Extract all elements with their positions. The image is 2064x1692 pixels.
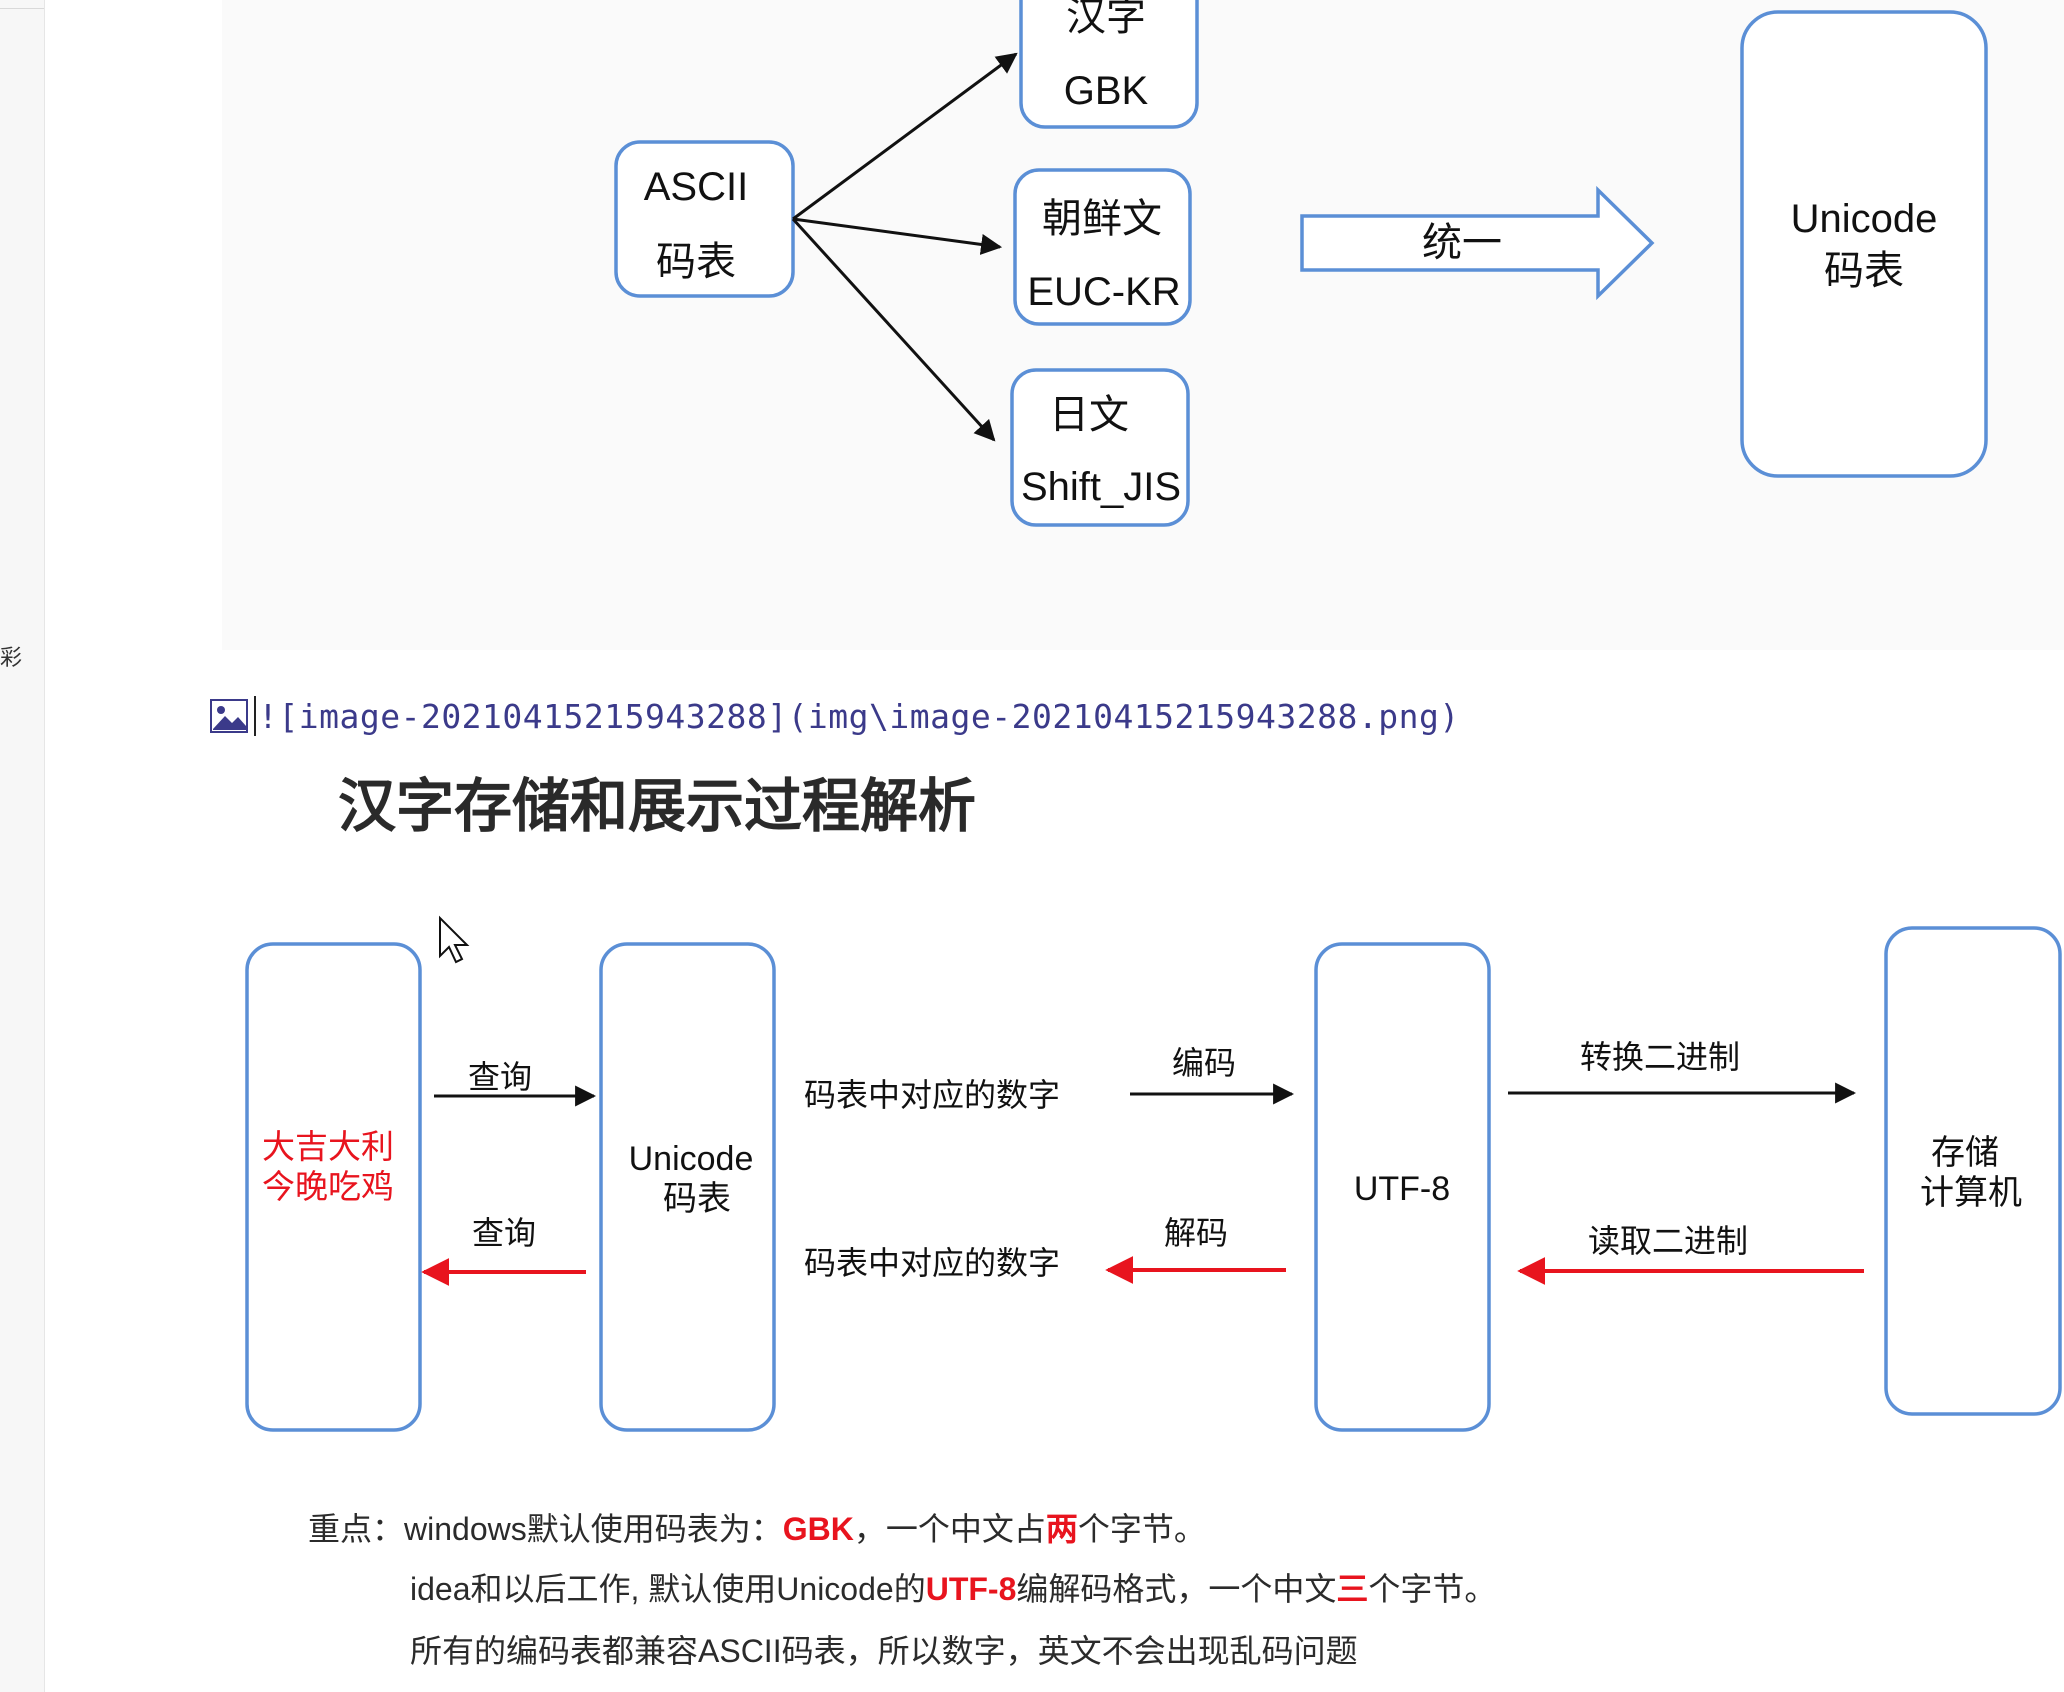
unicode-box-flow xyxy=(599,942,776,1432)
note-line-1-prefix: 重点：windows默认使用码表为： xyxy=(308,1511,783,1547)
unify-arrow-label: 统一 xyxy=(1422,221,1502,265)
note-line-3-text: 所有的编码表都兼容ASCII码表，所以数字，英文不会出现乱码问题 xyxy=(410,1633,1358,1669)
utf8-box xyxy=(1314,942,1491,1432)
unify-arrow xyxy=(1300,185,1655,301)
note-line-2-utf8: UTF-8 xyxy=(925,1571,1017,1607)
arrow-to-euckr xyxy=(792,217,1003,255)
label-query-back: 查询 xyxy=(472,1215,536,1251)
gutter-divider xyxy=(0,0,44,9)
gbk-box-line1: 汉字 xyxy=(1066,0,1146,39)
note-line-2-prefix: idea和以后工作, 默认使用Unicode的 xyxy=(410,1571,926,1607)
euckr-box-line1: 朝鲜文 xyxy=(1042,197,1162,241)
note-line-2-three: 三 xyxy=(1336,1571,1369,1607)
text-box xyxy=(245,942,422,1432)
note-line-3: 所有的编码表都兼容ASCII码表，所以数字，英文不会出现乱码问题 xyxy=(410,1626,1358,1672)
gutter-glyph: 彩 xyxy=(0,646,23,671)
label-decode: 解码 xyxy=(1164,1215,1228,1251)
label-query-forward: 查询 xyxy=(468,1059,532,1095)
unicode-box-top-line2: 码表 xyxy=(1824,249,1904,293)
storage-box-line2: 计算机 xyxy=(1920,1174,2022,1212)
unicode-box-flow-line2: 码表 xyxy=(663,1180,731,1218)
ascii-box-line2: 码表 xyxy=(656,240,736,284)
left-gutter: 彩 xyxy=(0,0,45,1692)
label-read-binary: 读取二进制 xyxy=(1588,1223,1748,1259)
section-title: 汉字存储和展示过程解析 xyxy=(338,774,976,839)
mouse-cursor-icon xyxy=(439,915,470,964)
label-encode: 编码 xyxy=(1172,1045,1236,1081)
text-box-line2: 今晚吃鸡 xyxy=(262,1168,394,1205)
label-code-number-bottom: 码表中对应的数字 xyxy=(804,1245,1060,1281)
note-line-1-two: 两 xyxy=(1045,1511,1078,1547)
top-diagram: ASCII 码表 汉字 GBK 朝鲜文 EUC-KR 日文 Shift_JIS … xyxy=(614,0,1988,527)
arrow-to-gbk xyxy=(792,52,1018,221)
storage-box-line1: 存储 xyxy=(1931,1134,1999,1172)
euckr-box xyxy=(1013,168,1192,326)
note-line-1-gbk: GBK xyxy=(782,1511,854,1547)
text-box-line1: 大吉大利 xyxy=(262,1128,394,1165)
unicode-box-top-line1: Unicode xyxy=(1791,197,1938,241)
note-line-2: idea和以后工作, 默认使用Unicode的UTF-8编解码格式，一个中文三个… xyxy=(410,1564,1496,1610)
gbk-box xyxy=(1019,0,1199,129)
unicode-box-flow-line1: Unicode xyxy=(629,1140,754,1178)
sjis-box-line1: 日文 xyxy=(1049,393,1129,437)
markdown-image-text: [image-20210415215943288](img\image-2021… xyxy=(278,696,1460,736)
storage-box xyxy=(1884,926,2062,1416)
image-placeholder-icon xyxy=(210,699,248,733)
markdown-bang: ! xyxy=(258,696,279,736)
label-to-binary: 转换二进制 xyxy=(1580,1039,1740,1075)
flow-diagram: 大吉大利 今晚吃鸡 Unicode 码表 UTF-8 存储 计算机 查询 查询 … xyxy=(245,926,2062,1432)
note-line-2-mid: 编解码格式，一个中文 xyxy=(1016,1571,1337,1607)
sjis-box-line2: Shift_JIS xyxy=(1021,465,1181,509)
sjis-box xyxy=(1010,368,1190,527)
label-code-number-top: 码表中对应的数字 xyxy=(804,1077,1060,1113)
unicode-box-top xyxy=(1740,10,1988,478)
gbk-box-line2: GBK xyxy=(1064,69,1149,113)
utf8-box-label: UTF-8 xyxy=(1354,1170,1450,1208)
note-line-1-suffix: 个字节。 xyxy=(1077,1511,1206,1547)
markdown-image-source-line[interactable]: ! [image-20210415215943288](img\image-20… xyxy=(210,694,1460,738)
note-line-1: 重点：windows默认使用码表为：GBK，一个中文占两个字节。 xyxy=(308,1504,1206,1550)
note-line-1-mid: ，一个中文占 xyxy=(853,1511,1046,1547)
text-caret xyxy=(254,696,256,736)
arrow-to-sjis xyxy=(791,217,996,442)
note-line-2-suffix: 个字节。 xyxy=(1368,1571,1497,1607)
euckr-box-line2: EUC-KR xyxy=(1027,270,1180,314)
ascii-box-line1: ASCII xyxy=(644,165,748,209)
